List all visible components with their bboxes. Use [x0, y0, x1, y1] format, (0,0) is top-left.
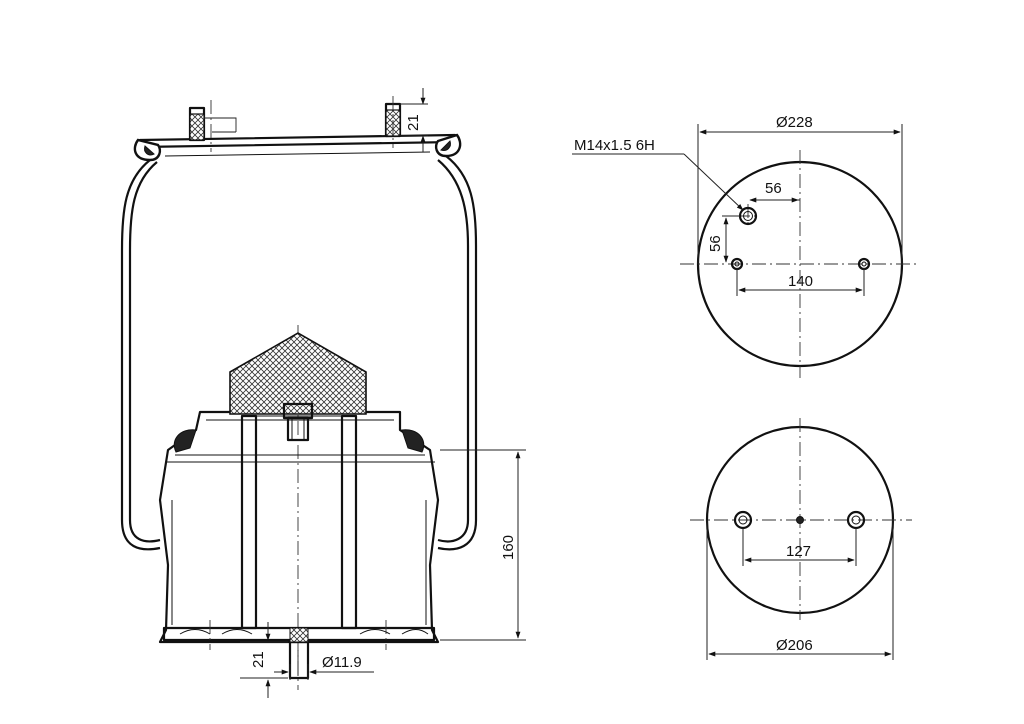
bottom-center-bolt — [796, 516, 804, 524]
dim-bottom-view-diameter-label: Ø206 — [776, 637, 813, 654]
top-left-stud — [188, 100, 237, 152]
bump-stop — [229, 332, 367, 415]
dim-offset-y: 56 — [707, 215, 740, 263]
dim-bottom-diameter-view: Ø206 — [706, 520, 894, 660]
dim-top-stud-spacing: 140 — [736, 268, 865, 296]
dim-bottom-diameter-label: Ø11.9 — [322, 654, 362, 671]
dim-bottom-stud-height: 21 — [240, 622, 288, 698]
dim-top-stud-height: 21 — [400, 88, 428, 152]
dim-offset-x-label: 56 — [765, 180, 782, 197]
dim-offset-y-label: 56 — [707, 235, 724, 252]
piston — [158, 332, 440, 680]
dim-height: 160 — [440, 449, 526, 641]
bottom-stud — [288, 627, 310, 680]
dim-height-label: 160 — [500, 535, 517, 560]
dim-top-diameter: Ø228 — [697, 114, 903, 264]
thread-callout: M14x1.5 6H — [572, 137, 744, 211]
top-right-stud — [384, 96, 402, 148]
bottom-view: 127 Ø206 — [690, 418, 912, 660]
top-view: M14x1.5 6H Ø228 56 56 — [572, 114, 918, 378]
dim-offset-x: 56 — [749, 180, 800, 203]
dim-bottom-diameter: Ø11.9 — [274, 654, 374, 680]
dim-bottom-stud-spacing: 127 — [742, 528, 857, 566]
thread-callout-label: M14x1.5 6H — [574, 137, 655, 154]
dim-bottom-stud-label: 21 — [250, 651, 267, 668]
dim-bottom-stud-spacing-label: 127 — [786, 543, 811, 560]
side-view: 21 — [120, 88, 526, 698]
dim-top-stud-spacing-label: 140 — [788, 273, 813, 290]
dim-top-stud-label: 21 — [405, 114, 422, 131]
top-plate: 21 — [133, 88, 462, 162]
dim-top-diameter-label: Ø228 — [776, 114, 813, 131]
rubber-bellow — [120, 155, 478, 551]
